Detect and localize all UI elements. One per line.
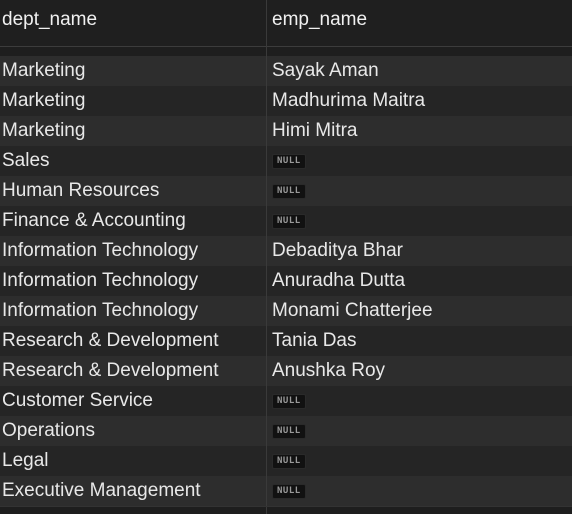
cell-dept-name[interactable]: Research & Development <box>2 360 219 381</box>
table-row[interactable]: Research & Development Anushka Roy <box>0 356 572 386</box>
cell-emp-name[interactable]: Monami Chatterjee <box>272 300 433 321</box>
column-header-dept-name[interactable]: dept_name <box>2 9 98 30</box>
table-row[interactable]: Sales NULL <box>0 146 572 176</box>
cell-dept-name[interactable]: Sales <box>2 150 50 171</box>
cell-dept-name[interactable]: Marketing <box>2 60 86 81</box>
table-row[interactable]: Information Technology Monami Chatterjee <box>0 296 572 326</box>
null-badge: NULL <box>272 214 306 229</box>
table-row[interactable]: Marketing Sayak Aman <box>0 56 572 86</box>
column-header-emp-name[interactable]: emp_name <box>272 9 368 30</box>
cell-emp-name[interactable]: Anushka Roy <box>272 360 386 381</box>
cell-dept-name[interactable]: Marketing <box>2 120 86 141</box>
cell-emp-name[interactable]: NULL <box>272 146 570 176</box>
table-row[interactable]: Marketing Himi Mitra <box>0 116 572 146</box>
table-header: dept_name emp_name <box>0 0 572 47</box>
cell-emp-name[interactable]: NULL <box>272 206 570 236</box>
cell-emp-name[interactable]: NULL <box>272 446 570 476</box>
table-row[interactable]: Research & Development Tania Das <box>0 326 572 356</box>
cell-dept-name[interactable]: Information Technology <box>2 270 199 291</box>
cell-emp-name[interactable]: Debaditya Bhar <box>272 240 403 261</box>
cell-emp-name[interactable]: NULL <box>272 176 570 206</box>
null-badge: NULL <box>272 394 306 409</box>
table-row[interactable]: Finance & Accounting NULL <box>0 206 572 236</box>
table-row[interactable]: Information Technology Anuradha Dutta <box>0 266 572 296</box>
cell-dept-name[interactable]: Customer Service <box>2 390 153 411</box>
cell-emp-name[interactable]: Anuradha Dutta <box>272 270 406 291</box>
null-badge: NULL <box>272 184 306 199</box>
cell-emp-name[interactable]: Madhurima Maitra <box>272 90 426 111</box>
cell-dept-name[interactable]: Research & Development <box>2 330 219 351</box>
cell-dept-name[interactable]: Executive Management <box>2 480 201 501</box>
table-row[interactable]: Executive Management NULL <box>0 476 572 506</box>
table-row[interactable]: Operations NULL <box>0 416 572 446</box>
cell-emp-name[interactable]: Himi Mitra <box>272 120 358 141</box>
table-bottom-border <box>0 506 572 507</box>
cell-emp-name[interactable]: Sayak Aman <box>272 60 379 81</box>
null-badge: NULL <box>272 424 306 439</box>
cell-dept-name[interactable]: Information Technology <box>2 240 199 261</box>
cell-emp-name[interactable]: NULL <box>272 416 570 446</box>
cell-dept-name[interactable]: Finance & Accounting <box>2 210 186 231</box>
column-divider <box>266 0 267 514</box>
cell-dept-name[interactable]: Human Resources <box>2 180 160 201</box>
cell-dept-name[interactable]: Legal <box>2 450 49 471</box>
null-badge: NULL <box>272 154 306 169</box>
table-row[interactable]: Human Resources NULL <box>0 176 572 206</box>
cell-emp-name[interactable]: NULL <box>272 386 570 416</box>
null-badge: NULL <box>272 484 306 499</box>
cell-emp-name[interactable]: NULL <box>272 476 570 506</box>
cell-dept-name[interactable]: Operations <box>2 420 95 441</box>
table-row[interactable]: Marketing Madhurima Maitra <box>0 86 572 116</box>
cell-emp-name[interactable]: Tania Das <box>272 330 357 351</box>
table-row[interactable]: Legal NULL <box>0 446 572 476</box>
table-row[interactable]: Customer Service NULL <box>0 386 572 416</box>
null-badge: NULL <box>272 454 306 469</box>
cell-dept-name[interactable]: Marketing <box>2 90 86 111</box>
table-row[interactable]: Information Technology Debaditya Bhar <box>0 236 572 266</box>
cell-dept-name[interactable]: Information Technology <box>2 300 199 321</box>
